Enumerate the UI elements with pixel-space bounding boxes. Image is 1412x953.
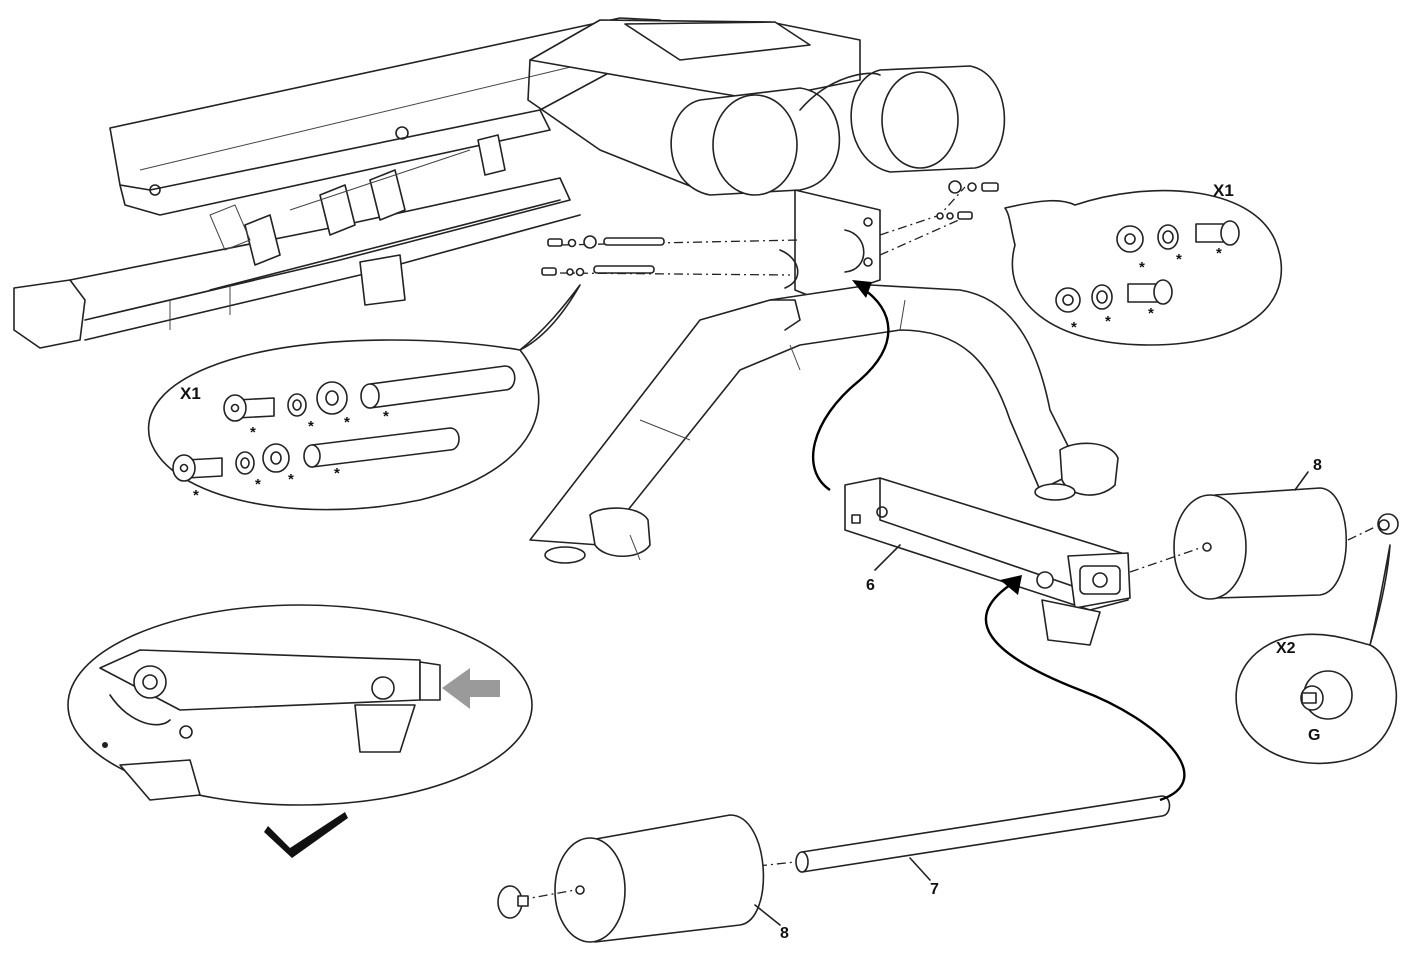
push-arrow-icon [442, 668, 500, 709]
callout-x2: X2 G [1235, 544, 1398, 765]
asterisk: * [344, 414, 350, 431]
part-8-lower-roller: 8 [497, 814, 789, 943]
x1-top-lock-washer-1 [1157, 224, 1179, 250]
x1-left-tube-short [303, 427, 460, 468]
g-knob-small [1377, 513, 1399, 535]
callout-x1-left: X1 * * * * * [147, 284, 581, 511]
part-7-bar: 7 [757, 795, 1171, 898]
asterisk: * [288, 471, 294, 488]
asterisk: * [1176, 251, 1182, 268]
part-8-upper-roller: 8 [1129, 457, 1399, 600]
bracket-hardware [541, 180, 999, 277]
asterisk: * [1148, 305, 1154, 322]
x1-left-washer-2 [262, 443, 290, 473]
part-8-label-bottom: 8 [780, 925, 789, 942]
main-frame-rail [13, 177, 581, 349]
asterisk: * [250, 424, 256, 441]
x1-top-lock-washer-2 [1091, 284, 1113, 310]
g-label: G [1308, 727, 1320, 744]
x1-label-left: X1 [180, 384, 201, 403]
x1-left-tube-long [360, 365, 516, 409]
asterisk: * [255, 476, 261, 493]
part-8-label-top: 8 [1313, 457, 1322, 474]
x1-top-bolt-1 [1195, 220, 1240, 246]
asterisk: * [308, 418, 314, 435]
callout-x1-top-right: X1 * * * * * * [1004, 181, 1283, 346]
x1-left-bolt-2 [172, 454, 223, 482]
x1-label-top: X1 [1213, 181, 1234, 200]
asterisk: * [193, 487, 199, 504]
assembly-arrows [811, 280, 1186, 802]
part-6-tube: 6 [844, 477, 1131, 646]
asterisk: * [1105, 313, 1111, 330]
x1-left-lock-washer-2 [235, 451, 255, 475]
asterisk: * [334, 465, 340, 482]
x1-top-washer-large-1 [1116, 225, 1144, 253]
x1-top-washer-large-2 [1055, 287, 1081, 313]
g-knob-lower [497, 885, 529, 919]
seat-rollers [670, 65, 1006, 196]
asterisk: * [383, 408, 389, 425]
detail-bubble [67, 604, 533, 806]
g-knob-detail [1300, 670, 1353, 720]
adjuster-brackets [209, 134, 506, 266]
rear-leg [529, 284, 1119, 564]
x1-left-lock-washer-1 [287, 393, 307, 417]
x1-left-bolt-1 [223, 394, 275, 422]
asterisk: * [1139, 259, 1145, 276]
part-7-label: 7 [930, 881, 939, 898]
asterisk: * [1216, 245, 1222, 262]
x1-left-washer-1 [316, 381, 348, 415]
x1-top-bolt-2 [1127, 279, 1173, 305]
part-6-label: 6 [866, 577, 875, 594]
x2-label: X2 [1276, 640, 1296, 657]
check-mark-icon [264, 812, 348, 858]
asterisk: * [1071, 319, 1077, 336]
